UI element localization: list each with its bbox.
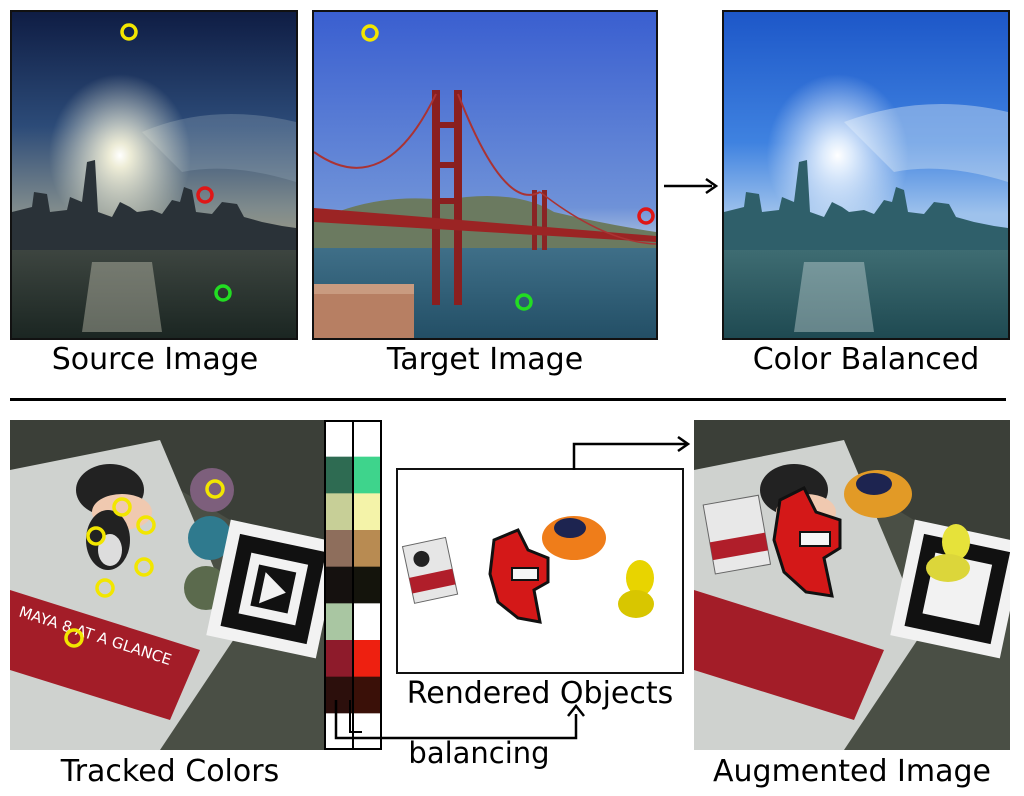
- source-swatch: [324, 566, 353, 604]
- red-marker: [637, 207, 655, 225]
- source-swatch: [324, 713, 353, 750]
- green-marker: [515, 293, 533, 311]
- tracked-marker: [95, 578, 115, 598]
- target-swatch: [353, 640, 382, 678]
- yellow-marker: [120, 23, 138, 41]
- red-marker: [196, 186, 214, 204]
- tracked-color-swatches: [324, 420, 382, 750]
- target-swatch: [353, 420, 382, 458]
- tracked-colors-caption: Tracked Colors: [60, 754, 280, 789]
- color-balanced-image: [722, 10, 1010, 340]
- source-swatch: [324, 676, 353, 714]
- source-image: [10, 10, 298, 340]
- green-marker: [214, 284, 232, 302]
- source-swatch: [324, 456, 353, 494]
- target-image: [312, 10, 658, 340]
- yellow-marker: [361, 24, 379, 42]
- source-image-caption: Source Image: [51, 342, 259, 377]
- target-swatch: [353, 676, 382, 714]
- tracked-marker: [64, 628, 84, 648]
- rendered-objects-panel: [396, 468, 684, 674]
- target-swatch: [353, 603, 382, 641]
- augmented-image: [694, 420, 1010, 750]
- source-swatch: [324, 420, 353, 458]
- source-swatch: [324, 530, 353, 568]
- target-swatch: [353, 566, 382, 604]
- section-divider: [10, 398, 1006, 401]
- rendered-objects-caption: Rendered Objects: [406, 676, 674, 711]
- source-swatch: [324, 603, 353, 641]
- target-swatch: [353, 530, 382, 568]
- target-swatch: [353, 456, 382, 494]
- augmented-image-caption: Augmented Image: [712, 754, 992, 789]
- render-arrow: [572, 436, 691, 470]
- tracked-marker: [134, 557, 154, 577]
- tracked-marker: [112, 497, 132, 517]
- tracked-marker: [205, 479, 225, 499]
- tracked-marker: [136, 515, 156, 535]
- balancing-label: balancing: [408, 736, 550, 770]
- source-swatch: [324, 640, 353, 678]
- target-image-caption: Target Image: [386, 342, 584, 377]
- transfer-arrow: [664, 177, 719, 195]
- source-swatch: [324, 493, 353, 531]
- target-swatch: [353, 493, 382, 531]
- tracked-marker: [86, 526, 106, 546]
- color-balanced-caption: Color Balanced: [752, 342, 980, 377]
- tracked-colors-image: MAYA 8 AT A GLANCE: [10, 420, 326, 750]
- balancing-arrow: [334, 700, 585, 740]
